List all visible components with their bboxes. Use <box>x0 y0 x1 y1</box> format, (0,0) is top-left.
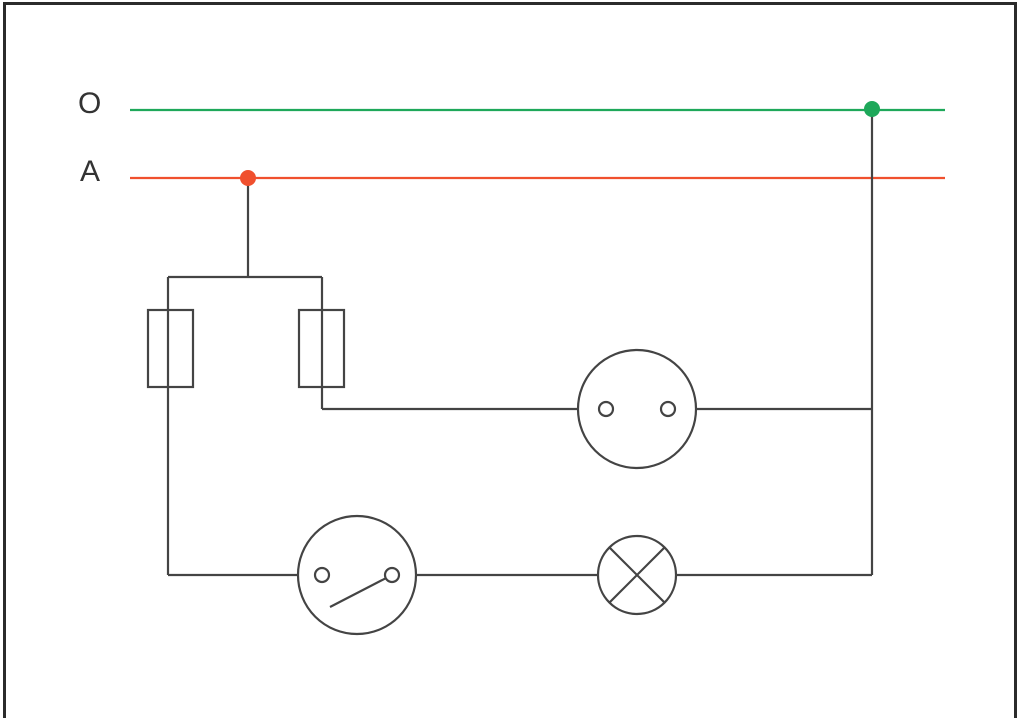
phase-line-label: A <box>80 155 100 188</box>
switch-body <box>296 514 418 636</box>
socket-symbol <box>576 348 698 470</box>
socket-pin-right <box>659 400 677 418</box>
fuse-left-symbol <box>146 308 195 389</box>
switch-contact-right <box>383 566 401 584</box>
lamp-symbol <box>596 534 678 616</box>
switch-lever <box>329 574 393 608</box>
socket-pin-left <box>597 400 615 418</box>
lamp-cross-b <box>608 546 666 604</box>
neutral-line-label: O <box>78 87 101 120</box>
switch-symbol <box>296 514 418 636</box>
socket-body <box>576 348 698 470</box>
diagram-frame <box>3 2 1017 718</box>
wiring <box>166 110 874 577</box>
phase-junction-dot <box>240 170 256 186</box>
neutral-junction-dot <box>864 101 880 117</box>
switch-contact-left <box>313 566 331 584</box>
